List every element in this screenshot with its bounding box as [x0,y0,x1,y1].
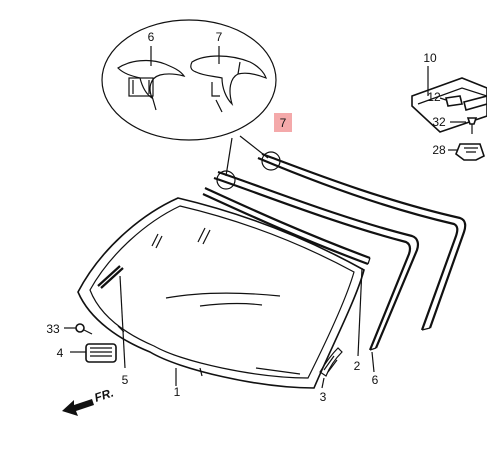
callout-12[interactable]: 12 [427,90,441,104]
side-strip-5 [97,265,124,289]
callout-7-detail: 7 [216,30,223,44]
callout-2[interactable]: 2 [354,359,361,373]
callout-5[interactable]: 5 [122,373,129,387]
callout-6[interactable]: 6 [372,373,379,387]
callout-4[interactable]: 4 [57,346,64,360]
screw-32 [450,117,478,134]
clip-28 [448,143,485,161]
dam-strip-2 [202,186,371,266]
front-direction-label: FR. [93,386,116,405]
front-arrow: FR. [62,386,115,416]
outer-molding-7 [257,152,467,331]
middle-molding-6 [213,170,420,351]
callout-10[interactable]: 10 [423,51,437,65]
highlight-box [274,113,292,132]
windshield-glass-1 [77,197,365,389]
spacer-3 [319,347,343,377]
cap-12 [439,95,487,111]
callout-7[interactable]: 7 [280,116,287,130]
clip-4 [70,343,117,363]
callout-28[interactable]: 28 [432,143,446,157]
detail-bubble: 6 7 [101,19,277,141]
callout-3[interactable]: 3 [320,390,327,404]
callout-32[interactable]: 32 [432,115,446,129]
callout-1[interactable]: 1 [174,385,181,399]
molding-section-6 [117,59,186,111]
bolt-33 [64,323,93,335]
callout-6-detail: 6 [148,30,155,44]
molding-section-7 [190,55,267,113]
callout-33[interactable]: 33 [46,322,60,336]
